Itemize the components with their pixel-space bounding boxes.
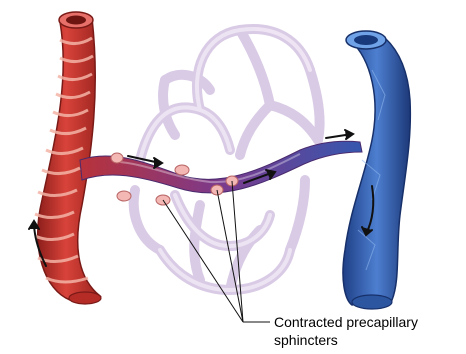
callout-label-line1: Contracted precapillary bbox=[274, 313, 418, 331]
thoroughfare-channel bbox=[80, 141, 362, 193]
callout-label-line2: sphincters bbox=[274, 331, 418, 349]
vein bbox=[343, 31, 410, 309]
callout-label: Contracted precapillary sphincters bbox=[274, 313, 418, 349]
flow-arrow bbox=[326, 130, 353, 139]
sphincter bbox=[175, 165, 189, 175]
sphincter bbox=[111, 153, 123, 163]
sphincter bbox=[117, 191, 131, 201]
